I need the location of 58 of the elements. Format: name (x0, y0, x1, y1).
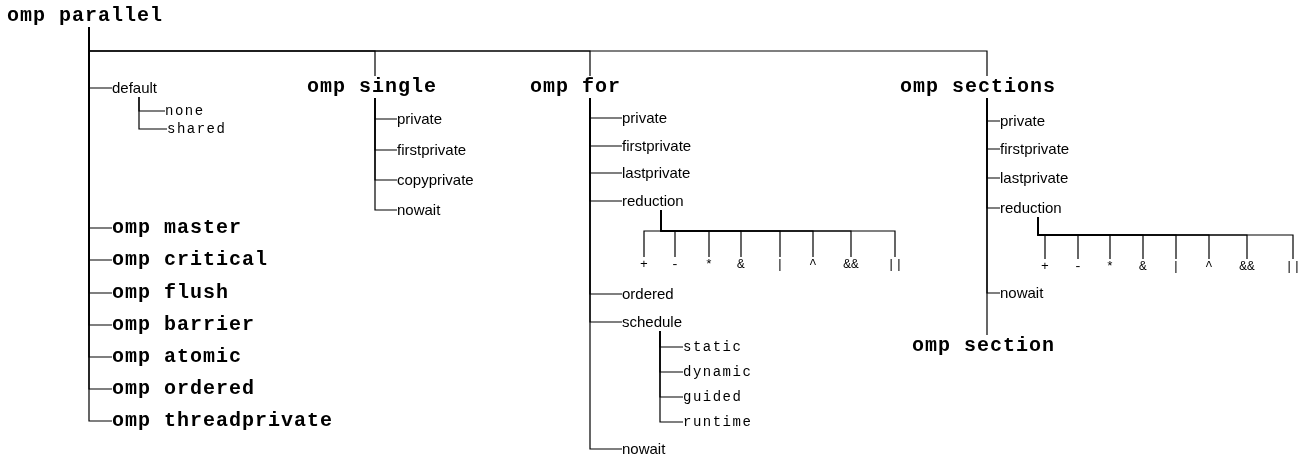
operator-label: * (1106, 259, 1114, 275)
tree-connector (986, 97, 988, 336)
value-label: none (165, 103, 205, 119)
directive-label: omp for (530, 76, 621, 98)
directive-label: omp sections (900, 76, 1057, 98)
operator-label: | (776, 257, 784, 273)
value-label: guided (683, 389, 743, 405)
tree-connector (374, 97, 398, 211)
operator-label: * (705, 257, 713, 273)
directive-label: omp section (912, 335, 1056, 357)
operator-label: - (1074, 259, 1082, 275)
directive-label: omp critical (112, 249, 269, 271)
operator-label: ^ (1205, 259, 1213, 275)
clause-label: private (1000, 112, 1046, 130)
clause-label: firstprivate (1000, 140, 1070, 158)
value-label: runtime (683, 414, 753, 430)
clause-label: reduction (622, 192, 684, 210)
operator-label: & (737, 257, 745, 273)
directive-label: omp flush (112, 282, 230, 304)
tree-connector (1037, 216, 1294, 260)
clause-label: firstprivate (397, 141, 467, 159)
clause-label: copyprivate (397, 171, 474, 189)
operator-label: || (1285, 259, 1301, 275)
tree-connector (660, 209, 896, 258)
clause-label: ordered (622, 285, 674, 303)
operator-label: & (1139, 259, 1147, 275)
operator-label: + (640, 257, 648, 273)
value-label: shared (167, 121, 227, 137)
clause-label: nowait (622, 440, 666, 458)
value-label: dynamic (683, 364, 753, 380)
directive-label: omp parallel (7, 5, 164, 27)
clause-label: nowait (1000, 284, 1044, 302)
tree-connector (589, 97, 623, 450)
directive-label: omp single (307, 76, 438, 98)
directive-label: omp ordered (112, 378, 256, 400)
operator-label: && (1239, 259, 1255, 275)
value-label: static (683, 339, 743, 355)
directive-label: omp master (112, 217, 243, 239)
operator-label: | (1172, 259, 1180, 275)
clause-label: lastprivate (622, 164, 691, 182)
operator-label: || (887, 257, 903, 273)
operator-label: ^ (809, 257, 817, 273)
clause-label: firstprivate (622, 137, 692, 155)
clause-label: lastprivate (1000, 169, 1069, 187)
clause-label: private (622, 109, 668, 127)
clause-label: reduction (1000, 199, 1062, 217)
directive-label: omp barrier (112, 314, 256, 336)
tree-connector (138, 96, 168, 130)
operator-label: + (1041, 259, 1049, 275)
directive-label: omp threadprivate (112, 410, 334, 432)
directive-label: omp atomic (112, 346, 243, 368)
operator-label: && (843, 257, 859, 273)
clause-label: private (397, 110, 443, 128)
clause-label: default (112, 79, 158, 97)
operator-label: - (671, 257, 679, 273)
clause-label: nowait (397, 201, 441, 219)
tree-connector (659, 330, 684, 423)
clause-label: schedule (622, 313, 683, 331)
